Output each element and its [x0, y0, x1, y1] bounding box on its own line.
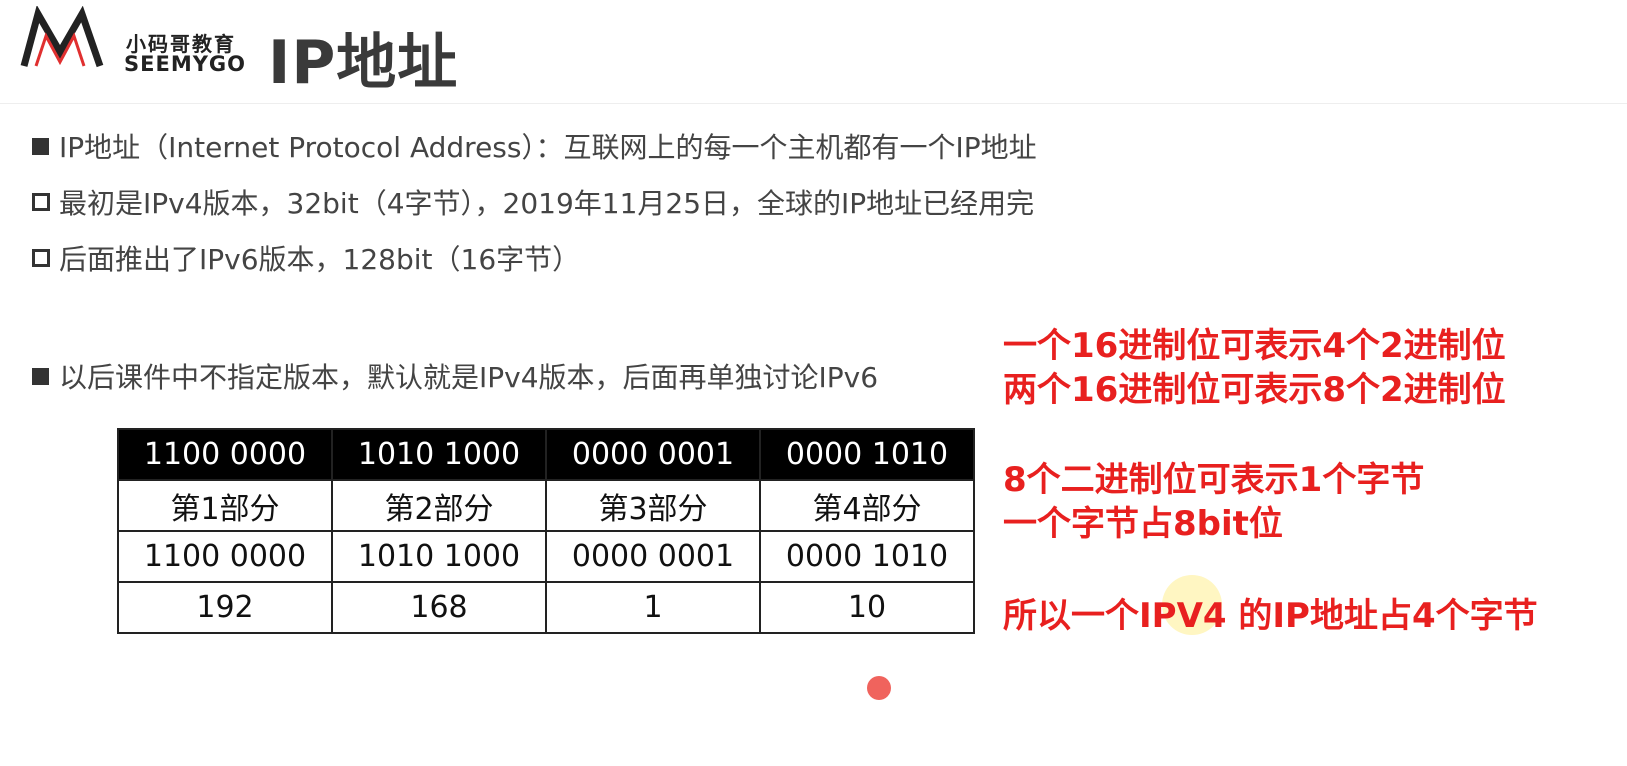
table-row: 1100 0000 1010 1000 0000 0001 0000 1010 — [117, 530, 975, 583]
bullet-text: 最初是IPv4版本，32bit（4字节），2019年11月25日，全球的IP地址… — [59, 187, 1035, 220]
annotation-note: 一个字节占8bit位 — [1003, 504, 1283, 544]
bullet-line-1: IP地址（Internet Protocol Address）：互联网上的每一个… — [32, 126, 1037, 166]
table-cell: 1100 0000 — [117, 530, 333, 583]
laser-pointer-dot — [867, 676, 891, 700]
annotation-note: 一个16进制位可表示4个2进制位 — [1003, 326, 1506, 366]
table-header-cell: 0000 1010 — [759, 428, 975, 481]
table-header-cell: 1010 1000 — [331, 428, 547, 481]
table-cell: 10 — [759, 581, 975, 634]
seemygo-logo: 小码哥教育 SEEMYGO — [20, 6, 245, 76]
table-cell: 第3部分 — [545, 479, 761, 532]
annotation-note: 8个二进制位可表示1个字节 — [1003, 460, 1425, 500]
hollow-square-bullet-icon — [32, 193, 50, 211]
annotation-note: 两个16进制位可表示8个2进制位 — [1003, 370, 1506, 410]
cursor-highlight — [1162, 575, 1222, 635]
filled-square-bullet-icon — [32, 368, 49, 385]
bullet-text: IP地址（Internet Protocol Address）：互联网上的每一个… — [59, 131, 1037, 164]
table-cell: 第4部分 — [759, 479, 975, 532]
table-cell: 168 — [331, 581, 547, 634]
annotation-note: 所以一个IPV4 的IP地址占4个字节 — [1003, 596, 1538, 636]
logo-english-text: SEEMYGO — [124, 52, 247, 76]
table-cell: 第1部分 — [117, 479, 333, 532]
bullet-line-3: 后面推出了IPv6版本，128bit（16字节） — [32, 238, 580, 278]
bullet-line-4: 以后课件中不指定版本，默认就是IPv4版本，后面再单独讨论IPv6 — [32, 356, 878, 396]
bullet-text: 后面推出了IPv6版本，128bit（16字节） — [59, 243, 581, 276]
table-cell: 0000 1010 — [759, 530, 975, 583]
logo-m-mark — [20, 6, 104, 68]
table-cell: 第2部分 — [331, 479, 547, 532]
filled-square-bullet-icon — [32, 138, 49, 155]
table-header-row: 1100 0000 1010 1000 0000 0001 0000 1010 — [117, 428, 975, 481]
bullet-line-2: 最初是IPv4版本，32bit（4字节），2019年11月25日，全球的IP地址… — [32, 182, 1034, 222]
table-cell: 1 — [545, 581, 761, 634]
hollow-square-bullet-icon — [32, 249, 50, 267]
table-cell: 1010 1000 — [331, 530, 547, 583]
table-header-cell: 0000 0001 — [545, 428, 761, 481]
table-row: 第1部分 第2部分 第3部分 第4部分 — [117, 479, 975, 532]
ip-address-table: 1100 0000 1010 1000 0000 0001 0000 1010 … — [117, 428, 975, 634]
bullet-text: 以后课件中不指定版本，默认就是IPv4版本，后面再单独讨论IPv6 — [59, 361, 879, 394]
header-bar: 小码哥教育 SEEMYGO IP地址 — [0, 0, 1627, 104]
table-header-cell: 1100 0000 — [117, 428, 333, 481]
table-cell: 192 — [117, 581, 333, 634]
table-row: 192 168 1 10 — [117, 581, 975, 634]
page-title: IP地址 — [268, 28, 459, 98]
logo-chinese-text: 小码哥教育 — [126, 32, 236, 56]
table-cell: 0000 0001 — [545, 530, 761, 583]
